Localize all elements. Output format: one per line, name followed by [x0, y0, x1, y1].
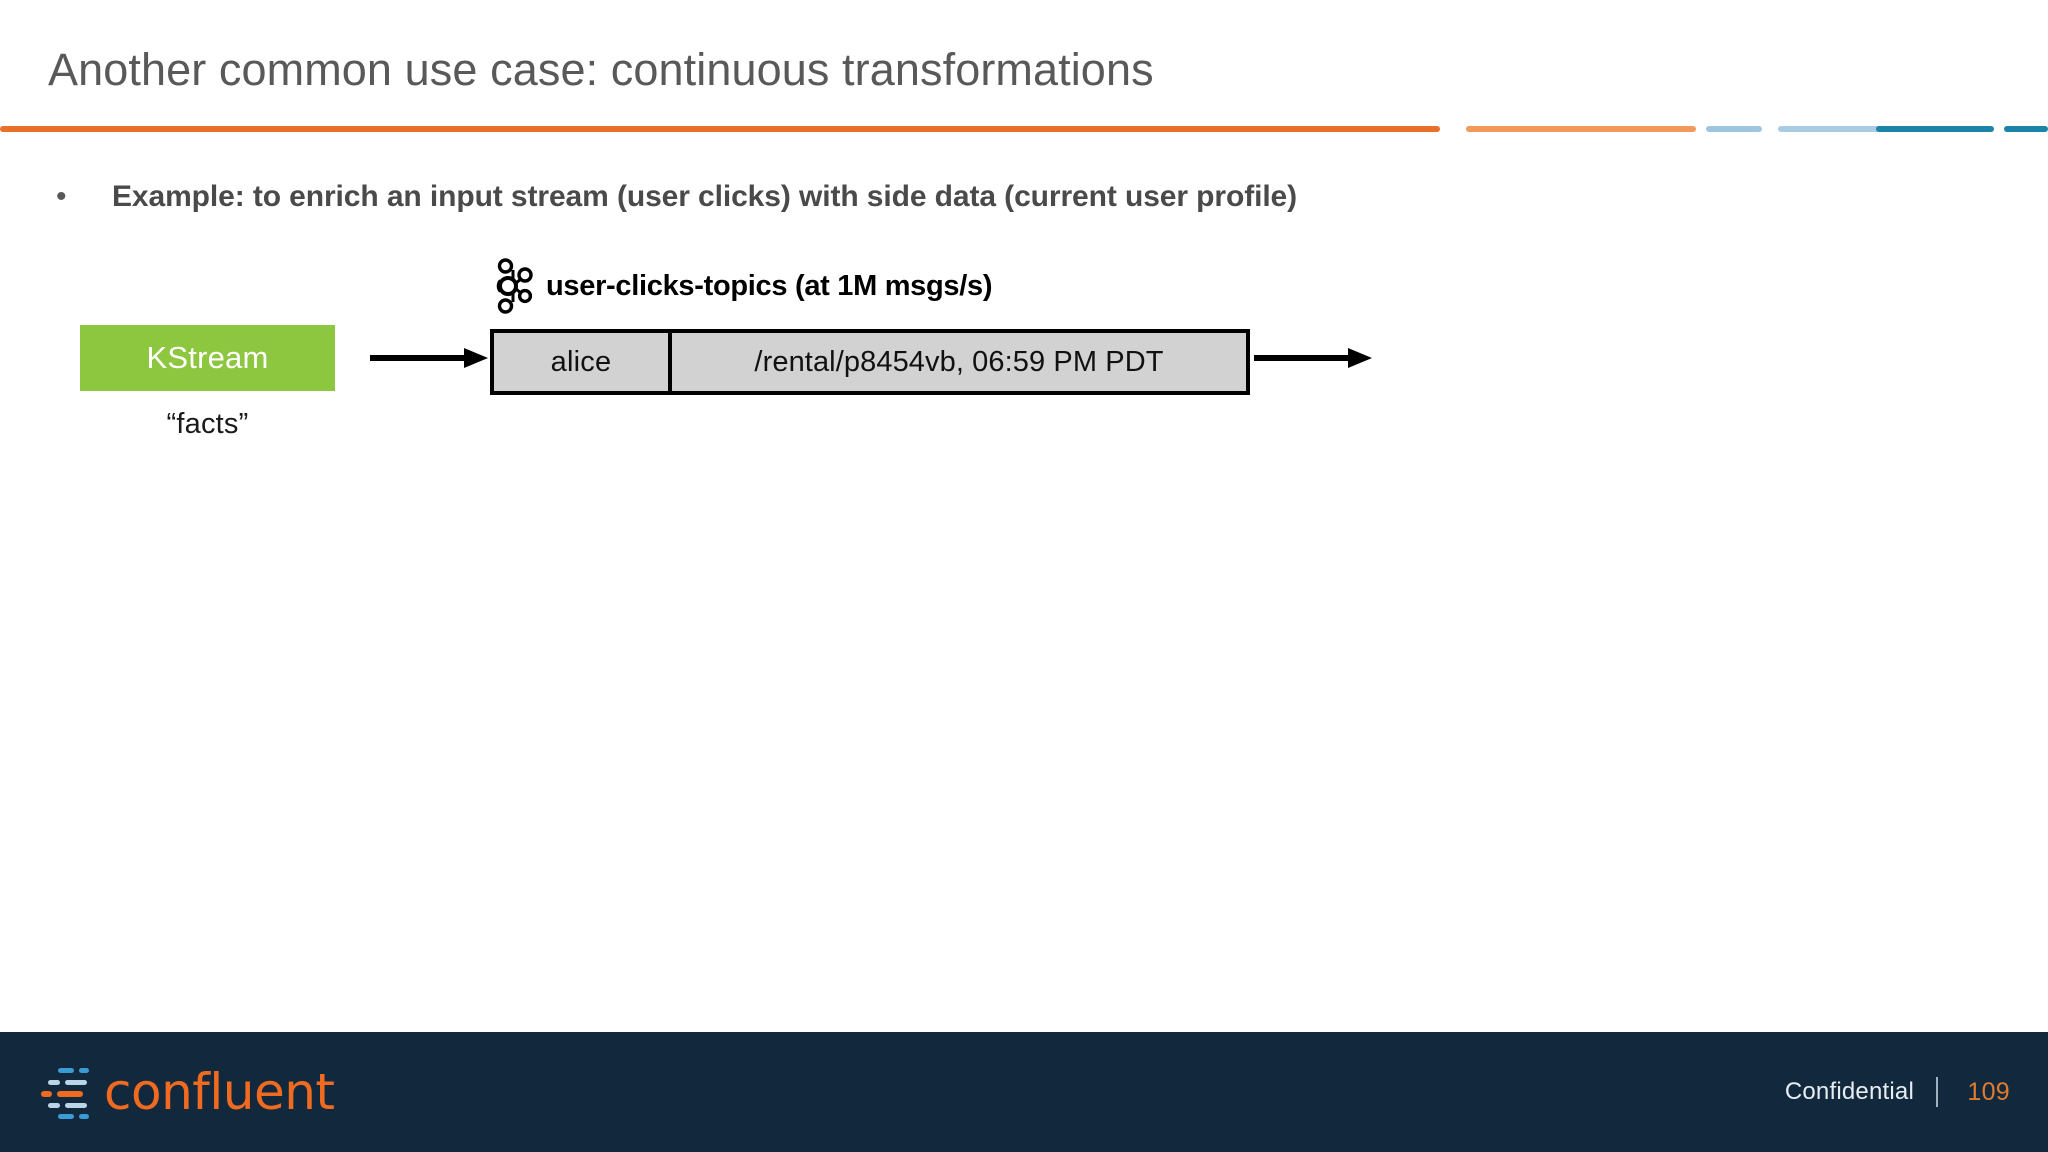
page-number: 109	[1967, 1077, 2010, 1106]
footer-separator	[1936, 1077, 1938, 1107]
kstream-caption-facts: “facts”	[166, 408, 249, 440]
arrow-right-icon-inbound	[370, 348, 488, 368]
confidential-label: Confidential	[1784, 1078, 1914, 1105]
divider-segment-orange-light	[1466, 126, 1696, 132]
slide-footer: confluent Confidential 109	[0, 1032, 2048, 1152]
footer-meta: Confidential 109	[1785, 1032, 2010, 1152]
divider-segment-blue-long	[1778, 126, 1938, 132]
divider-segment-teal-short	[2004, 126, 2048, 132]
confluent-logo: confluent	[38, 1060, 335, 1124]
bullet-item: • Example: to enrich an input stream (us…	[56, 180, 1297, 214]
kafka-record-box: alice /rental/p8454vb, 06:59 PM PDT	[490, 329, 1250, 395]
bullet-marker: •	[56, 180, 67, 213]
divider-segment-teal-long	[1876, 126, 1994, 132]
confluent-mark-icon	[41, 1068, 89, 1119]
divider-segment-main-orange	[0, 126, 1440, 132]
record-key-cell: alice	[494, 333, 672, 391]
arrow-right-icon-outbound	[1254, 348, 1372, 368]
confluent-wordmark: confluent	[104, 1063, 335, 1121]
topic-label-group: user-clicks-topics (at 1M msgs/s)	[492, 258, 993, 314]
kstream-label: KStream	[146, 340, 269, 375]
title-divider	[0, 126, 2048, 133]
bullet-text: Example: to enrich an input stream (user…	[112, 180, 1298, 213]
page-title: Another common use case: continuous tran…	[48, 44, 1154, 95]
record-value-cell: /rental/p8454vb, 06:59 PM PDT	[754, 345, 1164, 378]
divider-segment-blue-short	[1706, 126, 1762, 132]
topic-name-label: user-clicks-topics (at 1M msgs/s)	[546, 269, 993, 302]
kafka-logo-icon	[496, 258, 533, 314]
kstream-box: KStream	[80, 325, 335, 391]
